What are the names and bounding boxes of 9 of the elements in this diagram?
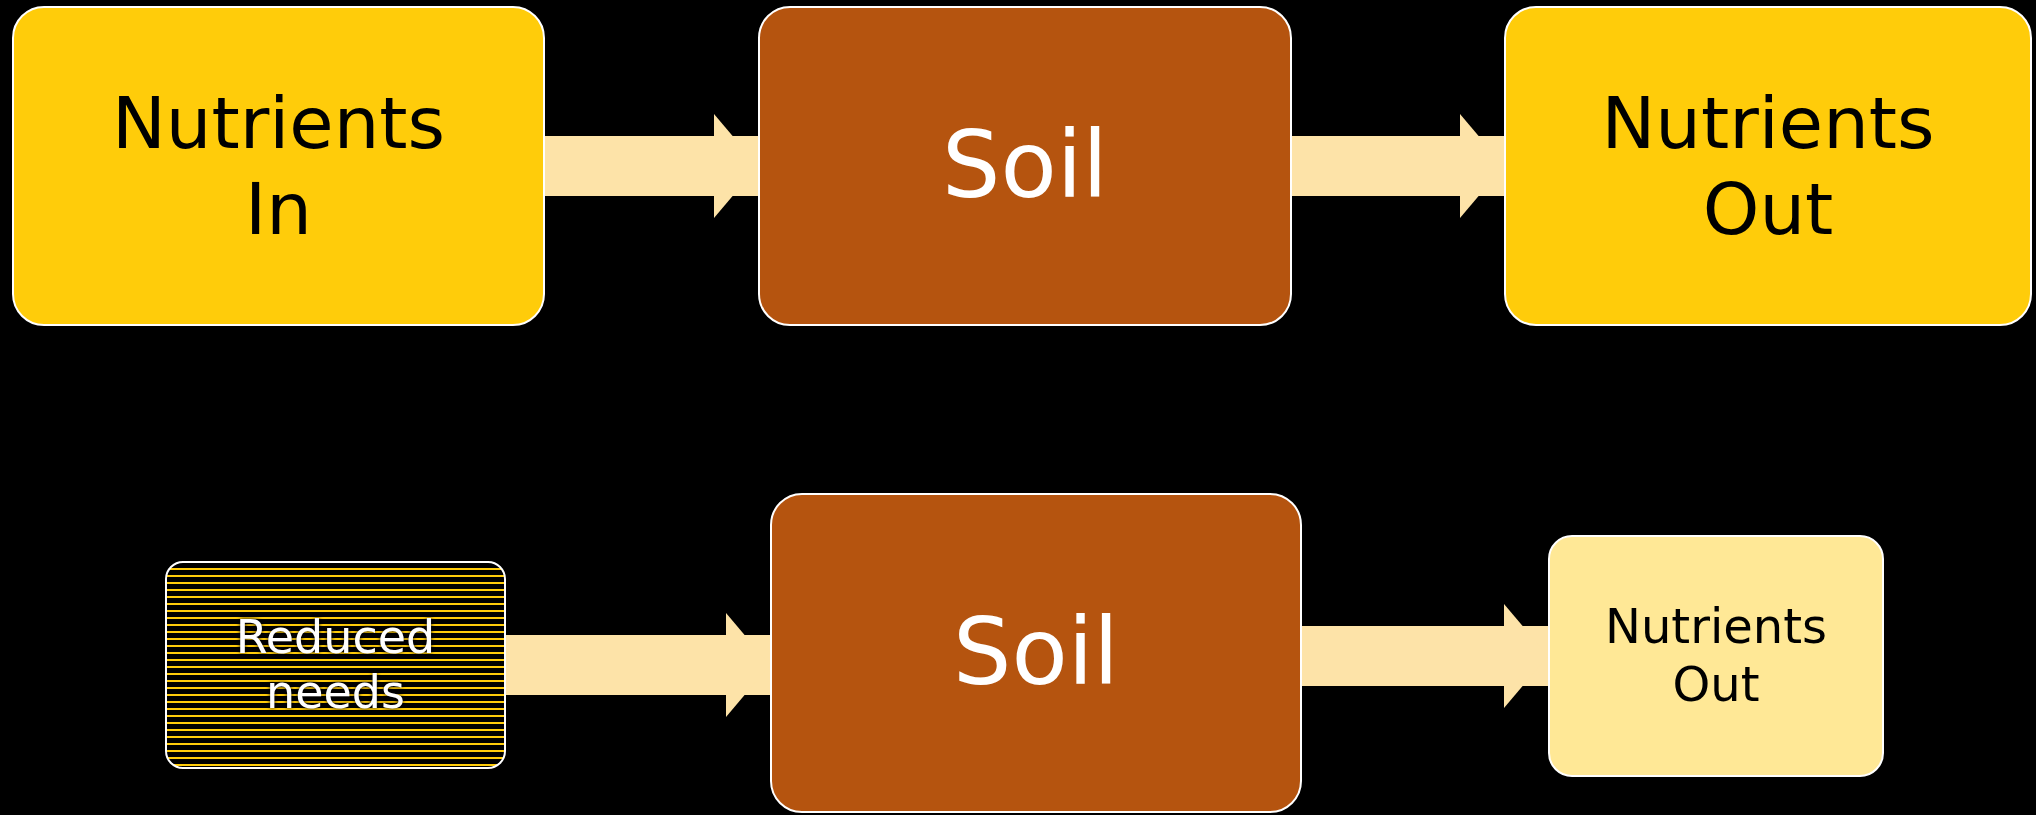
soil-box: Soil bbox=[758, 6, 1292, 326]
block-arrow bbox=[1292, 114, 1504, 218]
block-arrow bbox=[506, 613, 770, 717]
soil-box: Soil bbox=[770, 493, 1302, 813]
block-arrow bbox=[1302, 604, 1548, 708]
process-box: Nutrients Out bbox=[1504, 6, 2032, 326]
block-arrow bbox=[545, 114, 758, 218]
process-box: Nutrients In bbox=[12, 6, 545, 326]
process-box: Nutrients Out bbox=[1548, 535, 1884, 777]
